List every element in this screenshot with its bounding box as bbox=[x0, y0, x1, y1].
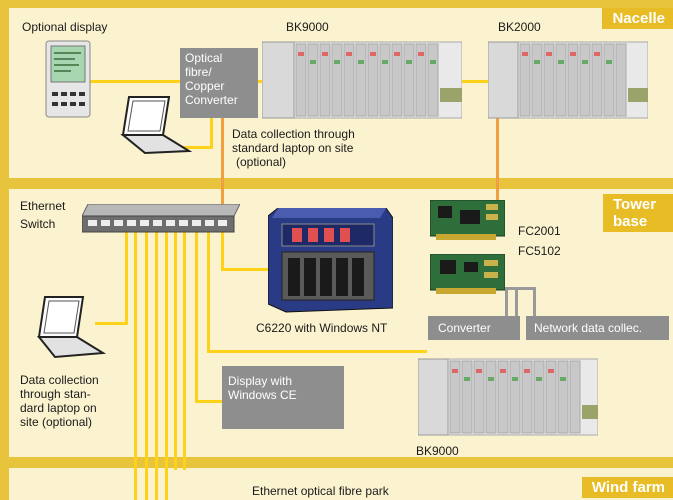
data-collection-left-line4: site (optional) bbox=[20, 415, 93, 429]
line-switch-to-ce-v bbox=[195, 232, 198, 402]
c6220-pc-icon bbox=[268, 208, 393, 313]
line-bk2000-to-fc2001 bbox=[496, 118, 499, 202]
label-bk2000: BK2000 bbox=[498, 20, 541, 34]
optical-converter-line4: Converter bbox=[185, 93, 238, 107]
optical-converter-line1: Optical bbox=[185, 51, 223, 65]
fibre-park-4 bbox=[165, 232, 168, 500]
label-ethernet-switch: Ethernet Switch bbox=[20, 199, 65, 231]
line-switch-to-c6220-v bbox=[221, 232, 224, 270]
line-switch-to-laptop-v bbox=[125, 232, 128, 324]
line-fc5102-to-network bbox=[515, 287, 518, 317]
ethernet-switch-line2: Switch bbox=[20, 217, 56, 231]
line-switch-to-ce-h bbox=[195, 400, 223, 403]
network-data-collec-box: Network data collec. bbox=[526, 316, 669, 340]
line-converter-to-laptop bbox=[210, 118, 213, 148]
label-data-collection-top: Data collection through standard laptop … bbox=[232, 127, 355, 169]
line-switch-to-bk9000-v bbox=[207, 232, 210, 352]
zone-label-tower-line1: Tower bbox=[613, 196, 657, 213]
label-ethernet-optical-fibre-park: Ethernet optical fibre park bbox=[252, 484, 389, 498]
label-data-collection-left: Data collection through stan- dard lapto… bbox=[20, 373, 99, 429]
zone-label-tower-base: Tower base bbox=[603, 194, 673, 232]
fc5102-card-icon bbox=[430, 254, 505, 294]
bk9000-bottom-terminal-icon bbox=[418, 358, 598, 436]
label-optional-display: Optional display bbox=[22, 20, 108, 34]
zone-label-tower-line2: base bbox=[613, 213, 648, 230]
zone-label-nacelle: Nacelle bbox=[602, 8, 673, 29]
ethernet-switch-icon bbox=[82, 204, 240, 233]
bk9000-top-terminal-icon bbox=[262, 41, 462, 119]
laptop-left-icon bbox=[36, 296, 107, 359]
line-fc5102-to-converter bbox=[505, 287, 508, 317]
label-fc2001: FC2001 bbox=[518, 224, 561, 238]
data-collection-top-line1: Data collection through bbox=[232, 127, 355, 141]
fibre-park-6 bbox=[183, 232, 186, 470]
data-collection-left-line1: Data collection bbox=[20, 373, 99, 387]
label-c6220: C6220 with Windows NT bbox=[256, 321, 388, 335]
line-converter-to-switch bbox=[221, 118, 224, 206]
fibre-park-3 bbox=[155, 232, 158, 500]
wind-farm-panel: Wind farm bbox=[9, 468, 673, 500]
fibre-park-2 bbox=[145, 232, 148, 500]
line-laptop-link bbox=[180, 146, 213, 149]
line-network-v bbox=[533, 287, 536, 317]
ethernet-switch-line1: Ethernet bbox=[20, 199, 66, 213]
data-collection-top-line2: standard laptop on site bbox=[232, 141, 354, 155]
fc2001-card-icon bbox=[430, 200, 505, 240]
label-bk9000-bottom: BK9000 bbox=[416, 444, 459, 458]
data-collection-left-line2: through stan- bbox=[20, 387, 91, 401]
fibre-park-5 bbox=[174, 232, 177, 470]
line-display-to-converter bbox=[90, 80, 185, 83]
bk2000-terminal-icon bbox=[488, 41, 648, 119]
data-collection-left-line3: dard laptop on bbox=[20, 401, 97, 415]
optical-converter-line3: Copper bbox=[185, 79, 225, 93]
line-switch-to-laptop-h bbox=[95, 322, 128, 325]
display-ce-line2: Windows CE bbox=[228, 388, 297, 402]
optical-converter-box: Optical fibre/ Copper Converter bbox=[180, 48, 258, 118]
data-collection-top-line3: (optional) bbox=[236, 155, 287, 169]
line-switch-to-c6220-h bbox=[221, 268, 273, 271]
laptop-icon bbox=[120, 96, 193, 155]
optional-display-icon bbox=[45, 40, 91, 118]
display-windows-ce-box: Display with Windows CE bbox=[222, 366, 344, 429]
line-switch-to-bk9000-h bbox=[207, 350, 427, 353]
line-bk9000-to-bk2000 bbox=[460, 80, 500, 83]
line-fc5102-to-network-h bbox=[505, 287, 535, 290]
zone-label-wind-farm: Wind farm bbox=[581, 477, 673, 498]
display-ce-line1: Display with bbox=[228, 374, 293, 388]
optical-converter-line2: fibre/ bbox=[185, 65, 212, 79]
label-bk9000-top: BK9000 bbox=[286, 20, 329, 34]
fibre-park-1 bbox=[134, 232, 137, 500]
converter-box: Converter bbox=[428, 316, 520, 340]
label-fc5102: FC5102 bbox=[518, 244, 561, 258]
